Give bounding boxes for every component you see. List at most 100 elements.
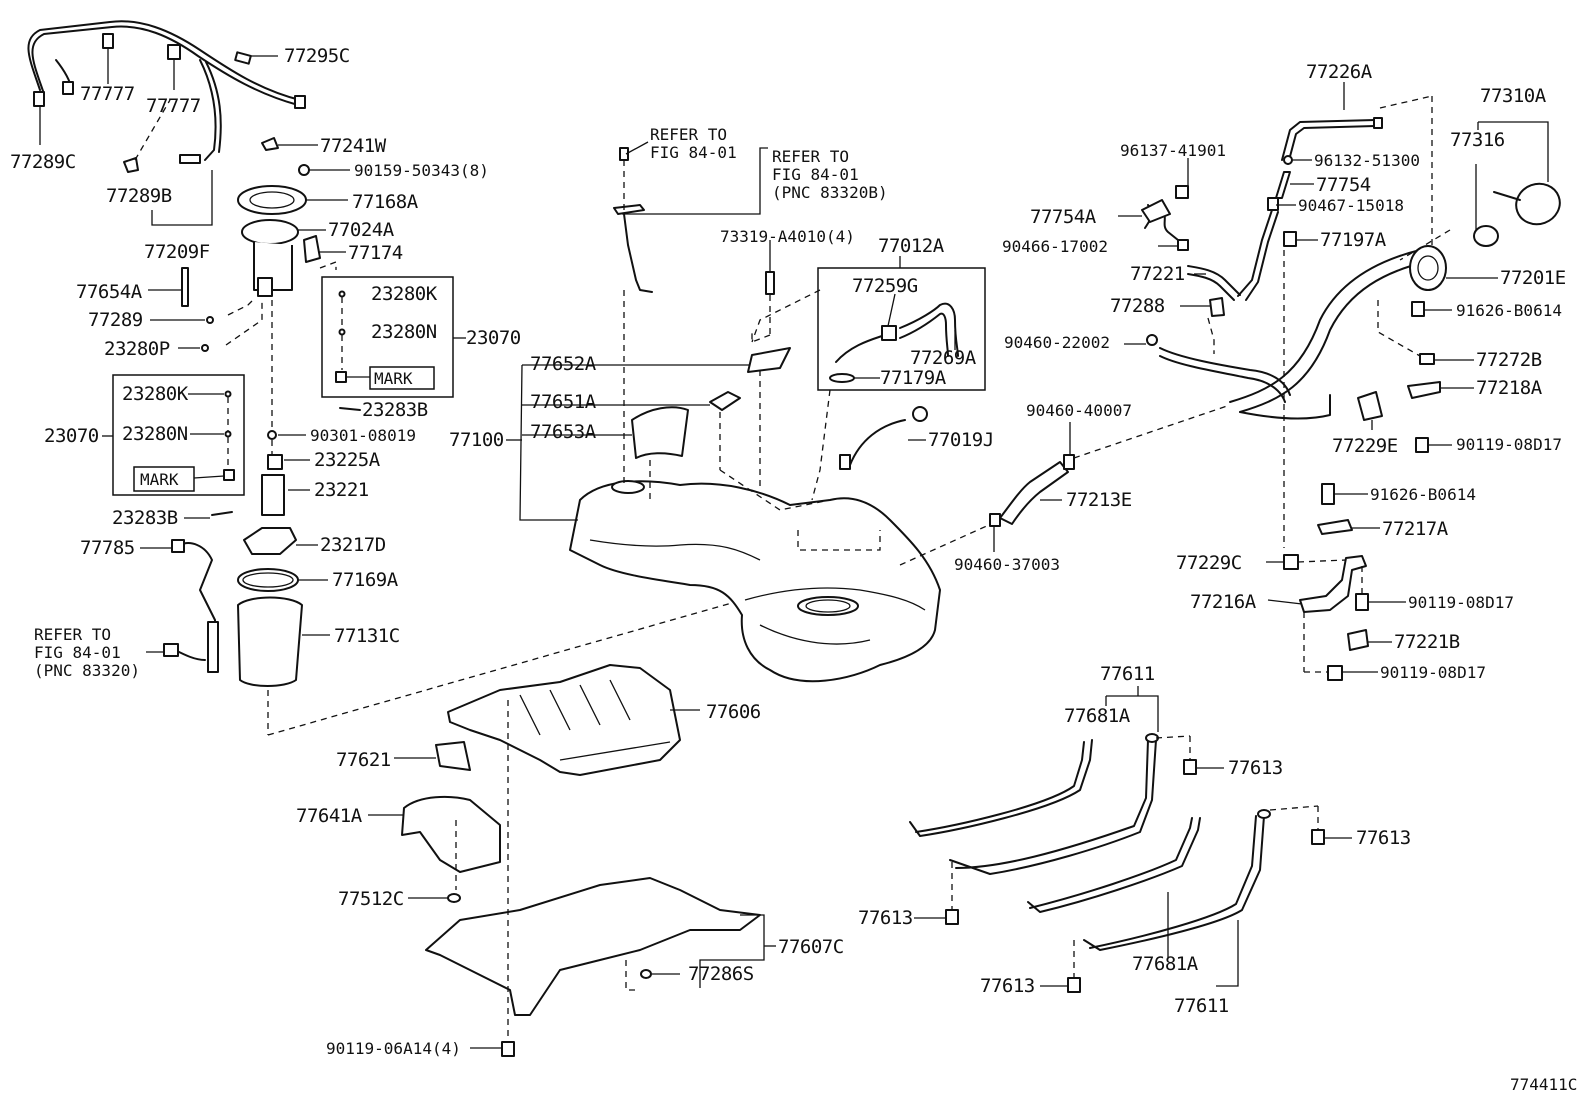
label-77681A: 77681A: [1132, 953, 1199, 975]
refer-note-top: REFER TO: [772, 147, 849, 166]
label-77012A: 77012A: [878, 235, 945, 257]
label-96137-41901: 96137-41901: [1120, 141, 1226, 160]
label-77229C: 77229C: [1176, 552, 1242, 574]
label-77168A: 77168A: [352, 191, 419, 213]
label-77621: 77621: [336, 749, 391, 771]
diagram-id: 774411C: [1510, 1075, 1577, 1094]
label-90119-08D17: 90119-08D17: [1380, 663, 1486, 682]
refer-note-top: FIG 84-01: [650, 143, 737, 162]
label-90119-06A14: 90119-06A14(4): [326, 1039, 461, 1058]
refer-note-left: REFER TO: [34, 625, 111, 644]
harness-leaders: [39, 48, 278, 226]
filler-brackets: [1283, 483, 1369, 681]
label-77286S: 77286S: [688, 963, 754, 985]
label-77288: 77288: [1110, 295, 1165, 317]
label-77229E: 77229E: [1332, 435, 1398, 457]
label-77269A: 77269A: [910, 347, 977, 369]
label-77289C: 77289C: [10, 151, 76, 173]
label-77197A: 77197A: [1320, 229, 1387, 251]
filler-leaders: [1118, 82, 1549, 548]
tank-leaders: [506, 141, 1001, 566]
label-77607C: 77607C: [778, 936, 844, 958]
label-77611: 77611: [1174, 995, 1229, 1017]
mark-label: MARK: [374, 369, 413, 388]
label-77641A: 77641A: [296, 805, 363, 827]
tank-protectors: [401, 664, 761, 1057]
label-77613: 77613: [858, 907, 913, 929]
label-73319-A4010: 73319-A4010(4): [720, 227, 855, 246]
refer-note-top: REFER TO: [650, 125, 727, 144]
label-77611: 77611: [1100, 663, 1155, 685]
label-77785: 77785: [80, 537, 135, 559]
kit-box-77012A: [817, 267, 986, 391]
label-23280N: 23280N: [122, 423, 188, 445]
mark-label: MARK: [140, 470, 179, 489]
label-23280P: 23280P: [104, 338, 170, 360]
label-77613: 77613: [1228, 757, 1283, 779]
label-77100: 77100: [449, 429, 504, 451]
label-77131C: 77131C: [334, 625, 400, 647]
label-77652A: 77652A: [530, 353, 597, 375]
label-77226A: 77226A: [1306, 61, 1373, 83]
label-23283B: 23283B: [362, 399, 428, 421]
label-77019J: 77019J: [928, 429, 994, 451]
label-77681A: 77681A: [1064, 705, 1131, 727]
label-23217D: 23217D: [320, 534, 386, 556]
label-77754A: 77754A: [1030, 206, 1097, 228]
refer-note-left: FIG 84-01: [34, 643, 121, 662]
label-23283B: 23283B: [112, 507, 178, 529]
label-77777: 77777: [80, 83, 135, 105]
filler-hose: [989, 404, 1231, 552]
label-77024A: 77024A: [328, 219, 395, 241]
bracket-leaders: [1266, 493, 1406, 673]
label-90460-37003: 90460-37003: [954, 555, 1060, 574]
label-90159-50343: 90159-50343(8): [354, 161, 489, 180]
strap-leaders: [914, 686, 1352, 987]
label-77316: 77316: [1450, 129, 1505, 151]
label-23070: 23070: [44, 425, 99, 447]
label-23280K: 23280K: [122, 383, 189, 405]
label-91626-B0614: 91626-B0614: [1456, 301, 1562, 320]
refer-note-top: (PNC 83320B): [772, 183, 888, 202]
label-77259G: 77259G: [852, 275, 918, 297]
tank-accessories: [613, 147, 928, 470]
fuel-pump-assembly: [163, 137, 361, 687]
label-90466-17002: 90466-17002: [1002, 237, 1108, 256]
label-77221B: 77221B: [1394, 631, 1460, 653]
label-96132-51300: 96132-51300: [1314, 151, 1420, 170]
label-77174: 77174: [348, 242, 403, 264]
filler-pipe: [1141, 117, 1561, 453]
vent-hose-kit: [829, 293, 959, 383]
label-77201E: 77201E: [1500, 267, 1566, 289]
label-77213E: 77213E: [1066, 489, 1132, 511]
label-77777: 77777: [146, 95, 201, 117]
label-77512C: 77512C: [338, 888, 404, 910]
label-23070: 23070: [466, 327, 521, 349]
kit-box-23070-right: [321, 276, 454, 398]
label-23280K: 23280K: [371, 283, 438, 305]
label-90460-22002: 90460-22002: [1004, 333, 1110, 352]
label-77209F: 77209F: [144, 241, 210, 263]
tank-straps: [909, 733, 1325, 993]
label-77310A: 77310A: [1480, 85, 1547, 107]
label-77218A: 77218A: [1476, 377, 1543, 399]
label-90467-15018: 90467-15018: [1298, 196, 1404, 215]
label-77289B: 77289B: [106, 185, 172, 207]
label-77217A: 77217A: [1382, 518, 1449, 540]
label-90119-08D17: 90119-08D17: [1456, 435, 1562, 454]
label-77295C: 77295C: [284, 45, 350, 67]
kit-box-23070-left: [112, 374, 245, 496]
label-77216A: 77216A: [1190, 591, 1257, 613]
refer-note-left: (PNC 83320): [34, 661, 140, 680]
label-90301-08019: 90301-08019: [310, 426, 416, 445]
label-77606: 77606: [706, 701, 761, 723]
label-77651A: 77651A: [530, 391, 597, 413]
label-77613: 77613: [980, 975, 1035, 997]
label-90460-40007: 90460-40007: [1026, 401, 1132, 420]
fuel-tank: [569, 480, 941, 683]
label-77754: 77754: [1316, 174, 1371, 196]
label-77272B: 77272B: [1476, 349, 1542, 371]
label-23280N: 23280N: [371, 321, 437, 343]
label-91626-B0614: 91626-B0614: [1370, 485, 1476, 504]
